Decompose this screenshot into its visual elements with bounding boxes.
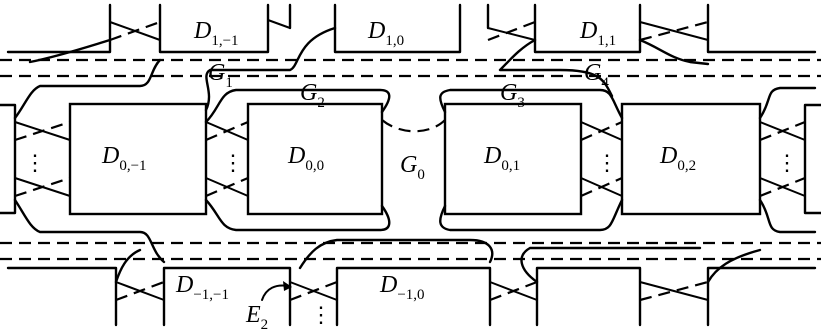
block-d-0-2 — [620, 102, 762, 216]
top-row-frames — [6, 3, 817, 54]
block-d-0-0 — [246, 102, 384, 216]
crossing-strands — [14, 19, 806, 302]
label-g2: G2 — [300, 80, 325, 111]
label-d-1-0: D1,0 — [367, 18, 404, 49]
label-g1: G1 — [208, 60, 233, 91]
label-d-m1-0: D−1,0 — [379, 272, 425, 303]
label-g0: G0 — [400, 152, 425, 183]
ellipsis-mid-right: ⋮ — [596, 150, 618, 175]
label-d-0-m1: D0,−1 — [101, 143, 147, 174]
block-d-0-1 — [443, 102, 583, 216]
ellipsis-mid-left: ⋮ — [222, 150, 244, 175]
label-d-0-2: D0,2 — [659, 143, 696, 174]
gap-labels: G0 G1 G2 G3 G4 — [208, 60, 609, 183]
label-g3: G3 — [500, 80, 525, 111]
ellipsis-left: ⋮ — [24, 150, 46, 175]
label-d-m1-m1: D−1,−1 — [175, 272, 229, 303]
label-d-1-m1: D1,−1 — [193, 18, 239, 49]
strand-curves — [13, 26, 817, 284]
label-d-0-0: D0,0 — [287, 143, 324, 174]
middle-row-boxes — [0, 102, 821, 216]
ellipsis-right: ⋮ — [776, 150, 798, 175]
label-d-1-1: D1,1 — [579, 18, 616, 49]
ellipsis-bottom: ⋮ — [310, 302, 332, 327]
label-e2: E2 — [245, 302, 268, 330]
bottom-row-frames — [6, 266, 817, 327]
e2-arrow — [261, 281, 292, 301]
block-d-0-m1 — [68, 102, 208, 216]
label-g4: G4 — [584, 60, 609, 91]
block-labels: D1,−1 D1,0 D1,1 D0,−1 D0,0 D0,1 D0,2 D−1… — [101, 18, 696, 303]
label-d-0-1: D0,1 — [483, 143, 520, 174]
ellipsis-marks: ⋮ ⋮ ⋮ ⋮ ⋮ — [24, 150, 798, 327]
